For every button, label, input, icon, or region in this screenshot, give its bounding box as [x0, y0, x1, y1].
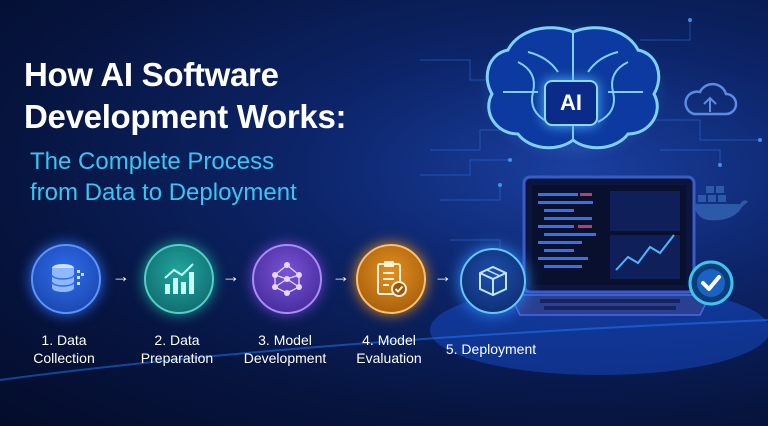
ai-chip-label: AI	[560, 90, 582, 115]
step-3-model-development	[252, 244, 322, 314]
subtitle-line1: The Complete Process	[30, 148, 275, 175]
step-3-label-line2: Development	[243, 350, 327, 366]
step-1-label-line1: 1. Data	[41, 332, 87, 348]
clipboard-check-icon	[377, 261, 407, 297]
box-icon	[479, 265, 507, 297]
step-5-label: 5. Deployment	[431, 340, 551, 358]
arrow-3-icon: →	[332, 266, 350, 286]
step-4-label: 4. Model Evaluation	[329, 331, 449, 367]
neural-network-icon	[272, 262, 302, 296]
page-title-line1: How AI Software	[24, 56, 279, 93]
step-1-label: 1. Data Collection	[4, 331, 124, 367]
check-circle-icon	[688, 260, 734, 306]
arrow-4-icon: →	[434, 266, 452, 286]
cloud-icon	[684, 82, 738, 116]
ai-chip: AI	[544, 80, 598, 126]
docker-whale-icon	[694, 186, 748, 221]
step-1-data-collection	[31, 244, 101, 314]
arrow-1-icon: →	[112, 266, 130, 286]
step-1-label-line2: Collection	[33, 350, 95, 366]
step-2-label-line2: Preparation	[140, 350, 214, 366]
step-3-label-line1: 3. Model	[258, 332, 312, 348]
step-2-data-preparation	[144, 244, 214, 314]
database-icon	[51, 264, 84, 292]
arrow-2-icon: →	[222, 266, 240, 286]
step-4-model-evaluation	[356, 244, 426, 314]
step-4-label-line1: 4. Model	[362, 332, 416, 348]
step-5-label-line1: 5. Deployment	[445, 341, 537, 357]
page-title-line2: Development Works:	[24, 98, 347, 135]
subtitle-line2: from Data to Deployment	[30, 179, 297, 206]
laptop-illustration	[510, 175, 710, 316]
step-2-label: 2. Data Preparation	[117, 331, 237, 367]
step-4-label-line2: Evaluation	[356, 350, 422, 366]
bar-chart-icon	[164, 263, 194, 294]
step-5-deployment	[460, 248, 526, 314]
step-3-label: 3. Model Development	[225, 331, 345, 367]
step-2-label-line1: 2. Data	[154, 332, 200, 348]
